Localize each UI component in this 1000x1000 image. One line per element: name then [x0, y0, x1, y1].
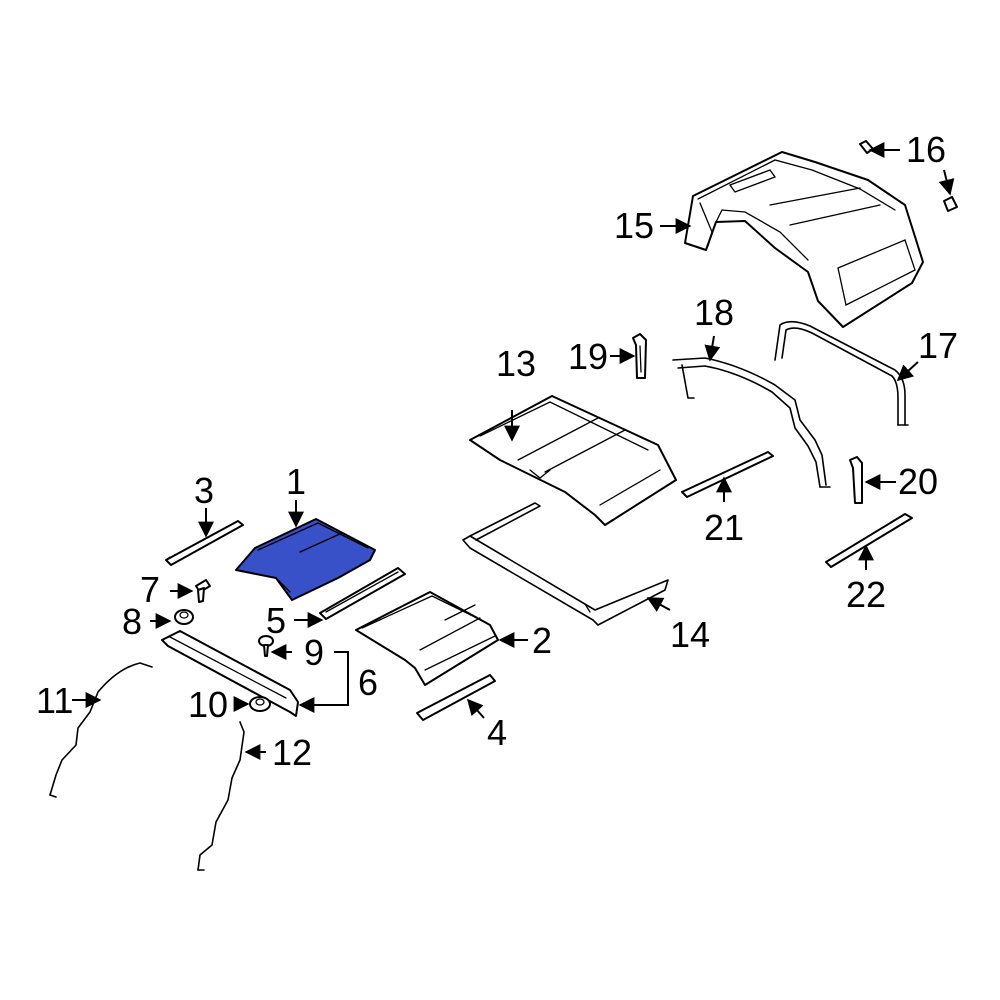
- part-10-nut[interactable]: [249, 696, 271, 712]
- callout-14[interactable]: 14: [670, 614, 710, 655]
- part-13-rear-roof-panel[interactable]: [469, 395, 677, 526]
- callout-11[interactable]: 11: [36, 680, 73, 721]
- callout-4[interactable]: 4: [487, 712, 507, 753]
- part-4-weatherstrip[interactable]: [416, 674, 496, 721]
- callout-21[interactable]: 21: [704, 507, 744, 548]
- callout-17[interactable]: 17: [918, 325, 958, 366]
- part-18-front-bow[interactable]: [672, 357, 831, 488]
- callout-22[interactable]: 22: [846, 574, 886, 615]
- callout-3[interactable]: 3: [194, 470, 214, 511]
- callout-15[interactable]: 15: [614, 205, 654, 246]
- callout-7[interactable]: 7: [140, 569, 160, 610]
- callout-8[interactable]: 8: [122, 601, 142, 642]
- callout-19[interactable]: 19: [568, 336, 608, 377]
- part-12-harness[interactable]: [197, 721, 245, 871]
- part-9-screw[interactable]: [258, 635, 274, 657]
- part-8-nut[interactable]: [174, 609, 194, 625]
- part-3-weatherstrip[interactable]: [165, 520, 244, 566]
- part-14-frame-rail[interactable]: [462, 502, 669, 626]
- callout-20[interactable]: 20: [898, 461, 938, 502]
- callout-2[interactable]: 2: [532, 620, 552, 661]
- part-6-header-rail[interactable]: [161, 630, 299, 717]
- callout-18[interactable]: 18: [694, 292, 734, 333]
- part-19-bracket[interactable]: [632, 333, 647, 379]
- part-1-front-roof-panel[interactable]: [235, 518, 376, 601]
- part-20-bracket[interactable]: [849, 456, 863, 504]
- leader-lines: [72, 142, 955, 760]
- callout-16[interactable]: 16: [906, 129, 946, 170]
- callout-6[interactable]: 6: [358, 662, 378, 703]
- callout-5[interactable]: 5: [266, 600, 286, 641]
- part-2-roof-panel[interactable]: [355, 591, 499, 686]
- part-5-weatherstrip[interactable]: [319, 567, 406, 620]
- part-21-strip[interactable]: [681, 451, 774, 498]
- part-22-strip[interactable]: [825, 513, 913, 568]
- callout-13[interactable]: 13: [496, 343, 536, 384]
- part-15-hardtop[interactable]: [684, 151, 924, 328]
- part-11-harness[interactable]: [49, 662, 153, 798]
- callout-1[interactable]: 1: [286, 461, 306, 502]
- part-7-bolt[interactable]: [195, 579, 211, 603]
- callout-9[interactable]: 9: [304, 632, 324, 673]
- callout-10[interactable]: 10: [188, 684, 228, 725]
- callout-labels: 1 2 3 4 5 6 7 8 9 10 11 12 13 14 15 16 1…: [36, 129, 958, 773]
- part-17-rear-bow[interactable]: [774, 320, 909, 426]
- callout-12[interactable]: 12: [272, 732, 312, 773]
